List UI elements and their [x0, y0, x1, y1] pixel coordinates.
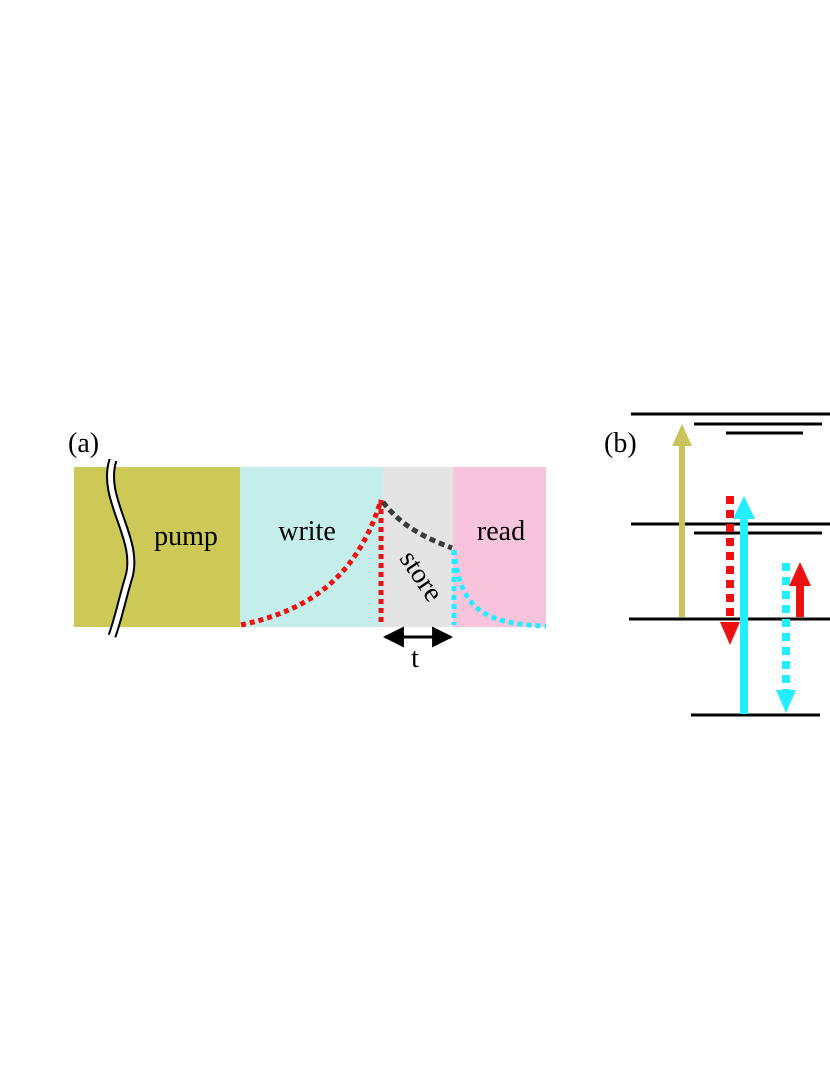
- pump-phase-block: [74, 467, 240, 627]
- time-break-gap: [108, 459, 134, 637]
- read-label: read: [477, 516, 525, 547]
- panel-b: (b): [604, 412, 830, 717]
- read-phase-block: [453, 467, 546, 627]
- write-pump-arrow-head: [789, 562, 811, 586]
- storage-decay-curve: [380, 500, 453, 551]
- pump-arrow-head: [672, 424, 692, 446]
- panel-a: (a) pump write read store t: [68, 428, 547, 674]
- panel-b-label: (b): [604, 428, 637, 459]
- read-pump-arrow-head: [733, 496, 755, 519]
- storage-time-label: t: [411, 643, 419, 674]
- pump-label: pump: [154, 521, 218, 552]
- panel-a-label: (a): [68, 428, 99, 459]
- read-photon-arrow-head: [776, 690, 796, 713]
- write-photon-arrow-head: [720, 622, 740, 645]
- write-label: write: [278, 516, 336, 547]
- write-signal-curve: [240, 499, 384, 628]
- store-phase-block: [383, 467, 453, 627]
